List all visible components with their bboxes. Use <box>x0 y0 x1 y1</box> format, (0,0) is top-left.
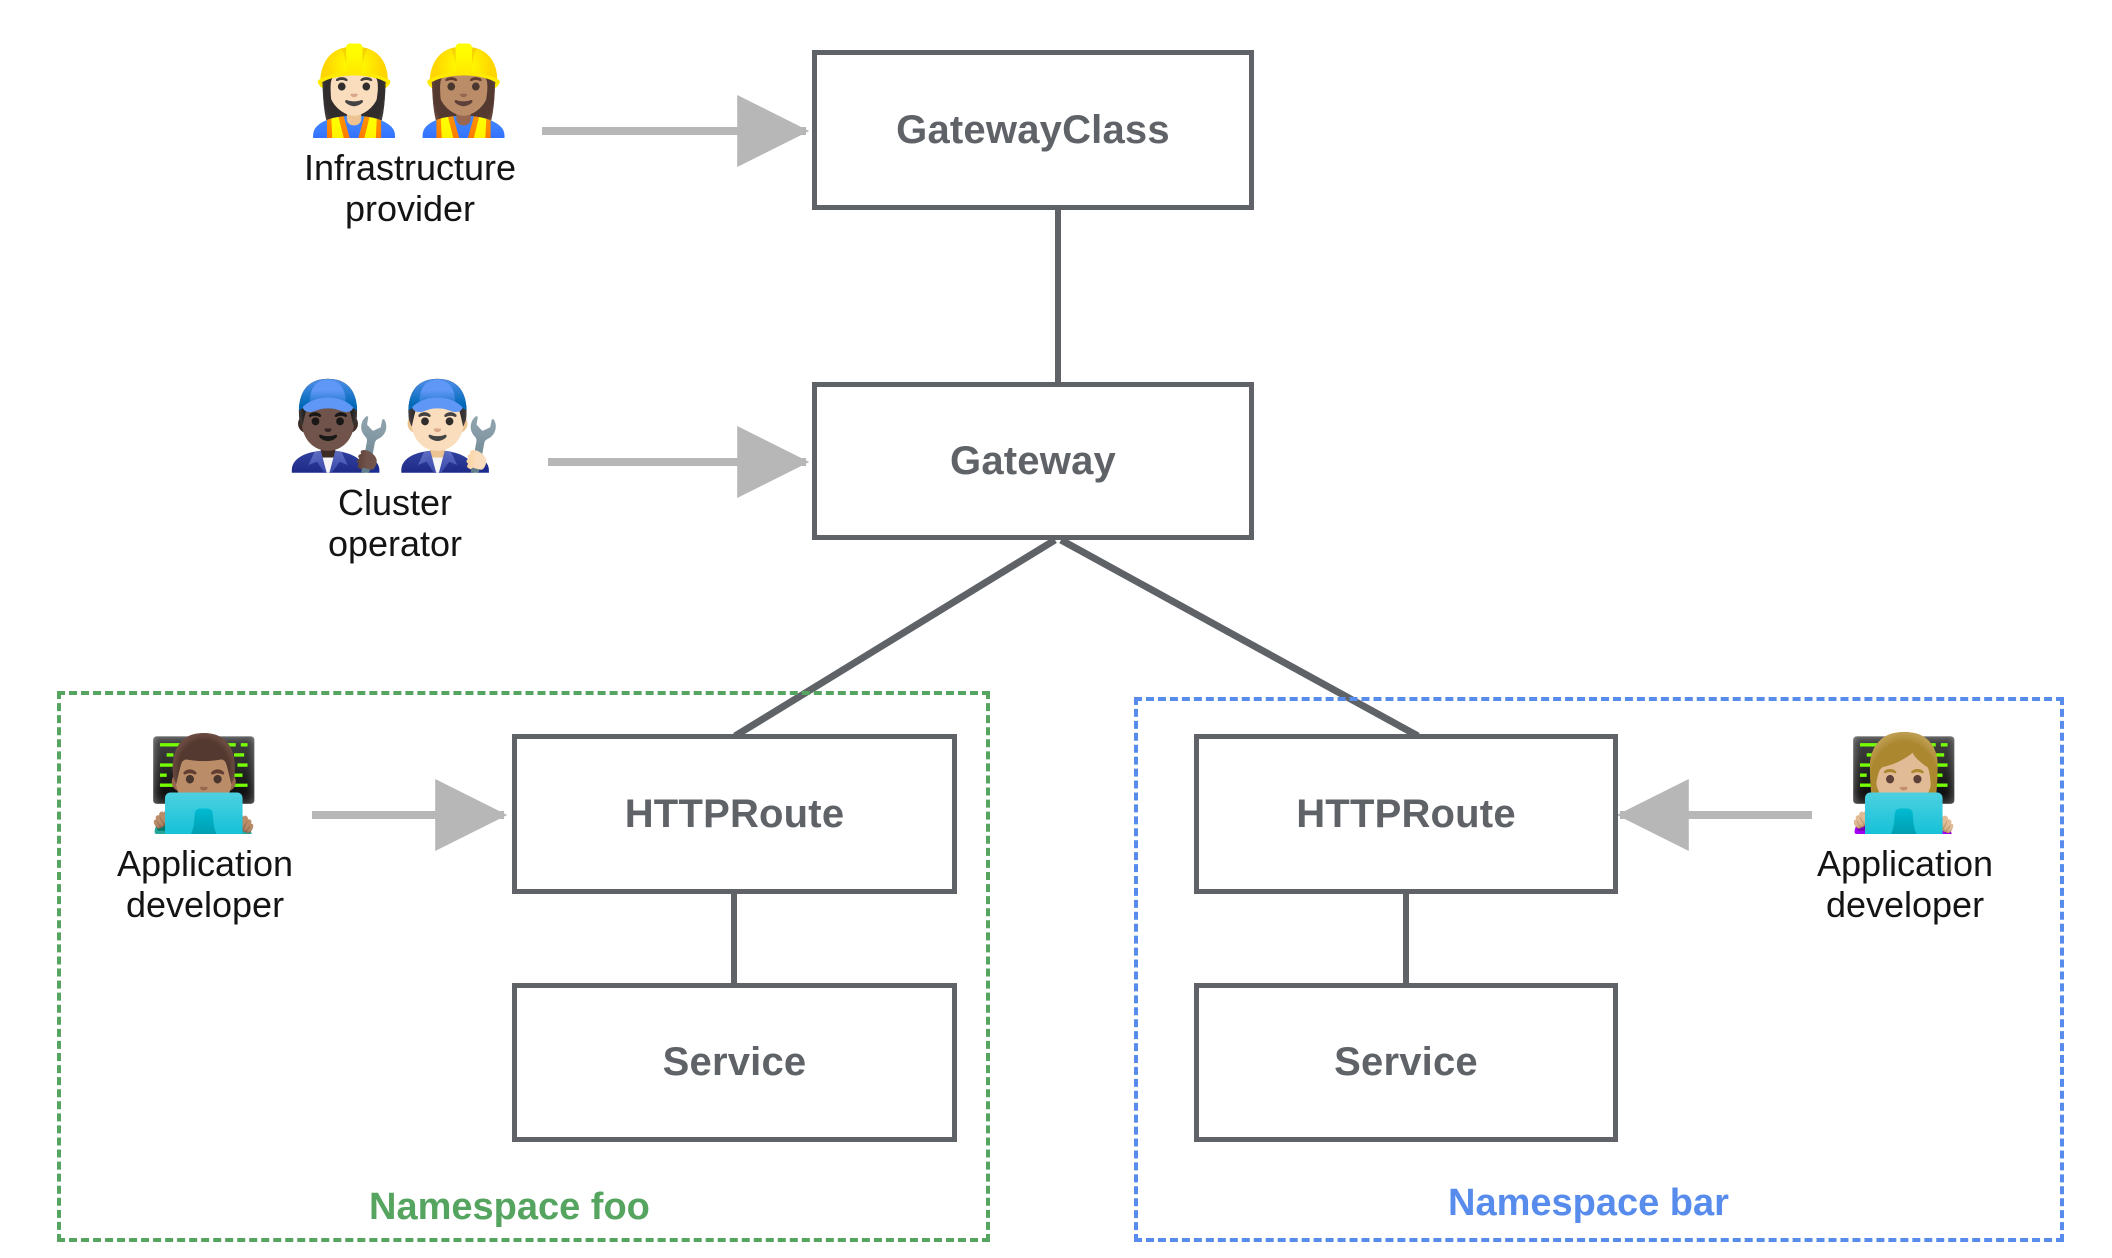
node-httproute-bar[interactable]: HTTPRoute <box>1194 734 1618 894</box>
man-mechanic-icon: 👨🏿‍🔧👨🏻‍🔧 <box>285 376 505 476</box>
actor-application-developer-foo: 👨🏽‍💻 Application developer <box>90 738 320 925</box>
namespace-bar-container <box>1134 697 2064 1242</box>
node-service-foo-label: Service <box>662 1040 807 1084</box>
node-httproute-foo[interactable]: HTTPRoute <box>512 734 957 894</box>
actor-cluster-operator: 👨🏿‍🔧👨🏻‍🔧 Cluster operator <box>255 383 535 564</box>
node-gatewayclass[interactable]: GatewayClass <box>812 50 1254 210</box>
node-gateway[interactable]: Gateway <box>812 382 1254 540</box>
actor-cluster-operator-label: Cluster operator <box>327 482 463 564</box>
node-httproute-foo-label: HTTPRoute <box>624 791 845 836</box>
namespace-foo-label: Namespace foo <box>369 1186 650 1228</box>
node-gatewayclass-label: GatewayClass <box>896 107 1170 152</box>
woman-technologist-icon: 👩🏼‍💻 <box>1846 730 1964 837</box>
node-service-bar[interactable]: Service <box>1194 983 1618 1142</box>
actor-application-developer-bar-label: Application developer <box>1816 843 1994 925</box>
node-httproute-bar-label: HTTPRoute <box>1296 791 1516 836</box>
actor-application-developer-foo-label: Application developer <box>116 843 294 925</box>
node-service-foo[interactable]: Service <box>512 983 957 1142</box>
man-technologist-icon: 👨🏽‍💻 <box>146 730 264 837</box>
woman-construction-worker-icon: 👷🏻‍♀️👷🏽‍♀️ <box>300 41 520 141</box>
namespace-foo-container <box>57 691 990 1242</box>
node-service-bar-label: Service <box>1334 1040 1478 1084</box>
actor-application-developer-bar: 👩🏼‍💻 Application developer <box>1790 738 2020 925</box>
node-gateway-label: Gateway <box>950 438 1116 483</box>
namespace-bar-label: Namespace bar <box>1448 1182 1729 1224</box>
actor-infrastructure-provider-label: Infrastructure provider <box>303 147 517 229</box>
actor-infrastructure-provider: 👷🏻‍♀️👷🏽‍♀️ Infrastructure provider <box>270 48 550 229</box>
